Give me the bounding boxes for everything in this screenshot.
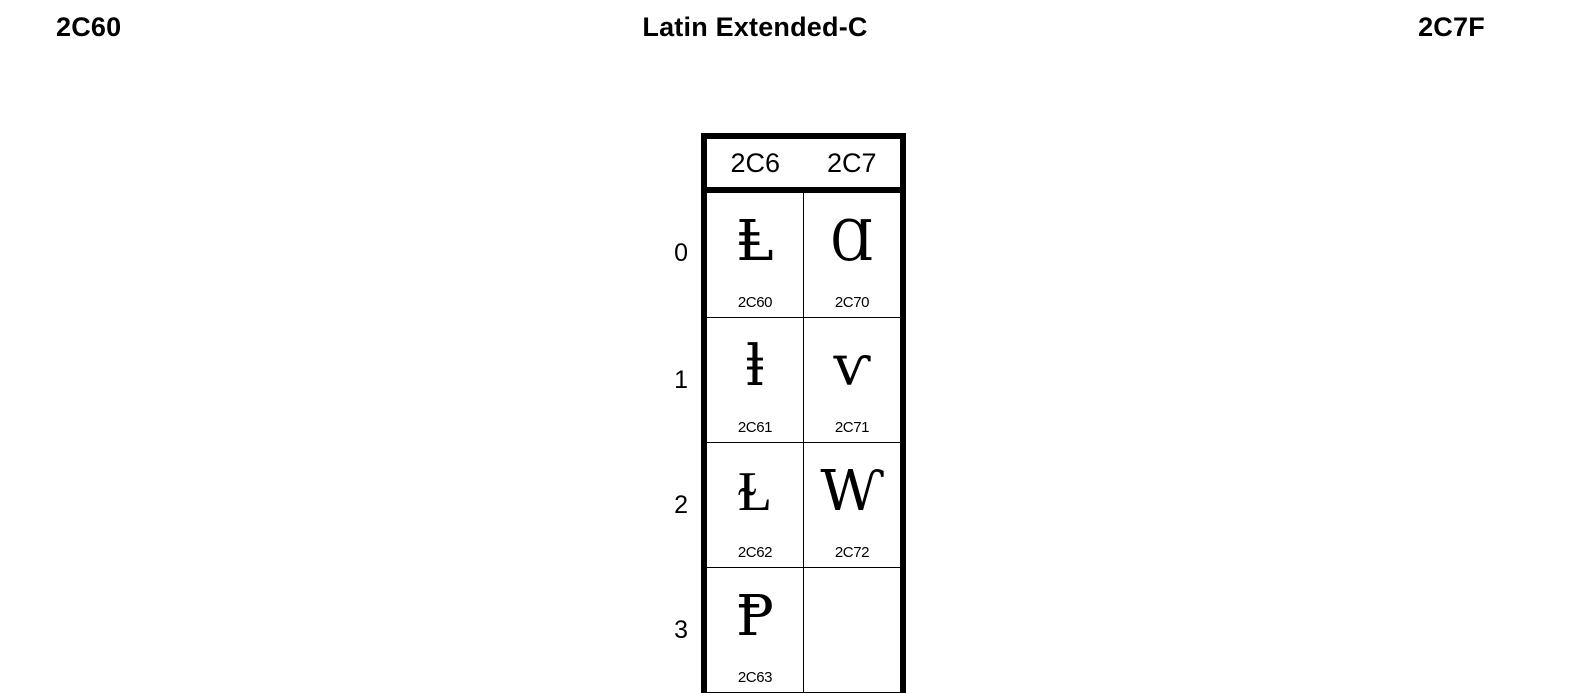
glyph-2C63: Ᵽ	[736, 584, 774, 649]
block-start-code: 2C60	[56, 12, 122, 42]
glyph-2C60: Ⱡ	[736, 209, 774, 274]
code-chart-table: 2C6 2C7 0 Ⱡ 2C60 Ɑ 2C70 1 ⱡ 2C61 ⱱ 2C71	[652, 133, 906, 693]
code-chart: 2C6 2C7 0 Ⱡ 2C60 Ɑ 2C70 1 ⱡ 2C61 ⱱ 2C71	[652, 133, 906, 693]
column-header-row: 2C6 2C7	[652, 133, 906, 193]
chart-row-0: 0 Ⱡ 2C60 Ɑ 2C70	[652, 189, 906, 318]
column-header-2C7: 2C7	[803, 133, 906, 193]
codepoint-label-2C61: 2C61	[737, 419, 773, 436]
row-label-2: 2	[674, 490, 688, 519]
code-cell-2C72[interactable]: Ⱳ 2C72	[803, 442, 906, 568]
code-cell-2C60[interactable]: Ⱡ 2C60	[701, 189, 804, 318]
code-cell-2C70[interactable]: Ɑ 2C70	[803, 189, 906, 318]
row-label-0: 0	[674, 239, 688, 268]
row-label-1: 1	[674, 365, 688, 394]
column-header-2C6: 2C6	[701, 133, 804, 193]
code-cell-2C61[interactable]: ⱡ 2C61	[701, 317, 804, 443]
glyph-2C71: ⱱ	[833, 334, 871, 399]
chart-row-1: 1 ⱡ 2C61 ⱱ 2C71	[652, 317, 906, 443]
code-cell-2C62[interactable]: Ɫ 2C62	[701, 442, 804, 568]
glyph-2C72: Ⱳ	[820, 459, 884, 524]
code-cell-2C73[interactable]	[803, 567, 906, 693]
codepoint-label-2C72: 2C72	[834, 544, 870, 561]
glyph-2C70: Ɑ	[830, 209, 874, 274]
codepoint-label-2C70: 2C70	[834, 294, 870, 311]
page-header: 2C60 Latin Extended-C 2C7F	[0, 0, 1590, 58]
code-cell-2C63[interactable]: Ᵽ 2C63	[701, 567, 804, 693]
chart-corner-spacer	[652, 136, 704, 190]
page-title: Latin Extended-C	[642, 12, 868, 42]
glyph-2C73	[804, 574, 900, 660]
chart-row-2: 2 Ɫ 2C62 Ⱳ 2C72	[652, 442, 906, 568]
codepoint-label-2C71: 2C71	[834, 419, 870, 436]
chart-row-3: 3 Ᵽ 2C63	[652, 567, 906, 693]
code-cell-2C71[interactable]: ⱱ 2C71	[803, 317, 906, 443]
block-end-code: 2C7F	[1418, 12, 1485, 42]
codepoint-label-2C60: 2C60	[737, 294, 773, 311]
codepoint-label-2C62: 2C62	[737, 544, 773, 561]
row-label-3: 3	[674, 615, 688, 644]
glyph-2C62: Ɫ	[737, 459, 773, 524]
codepoint-label-2C63: 2C63	[737, 669, 773, 686]
glyph-2C61: ⱡ	[746, 334, 764, 399]
